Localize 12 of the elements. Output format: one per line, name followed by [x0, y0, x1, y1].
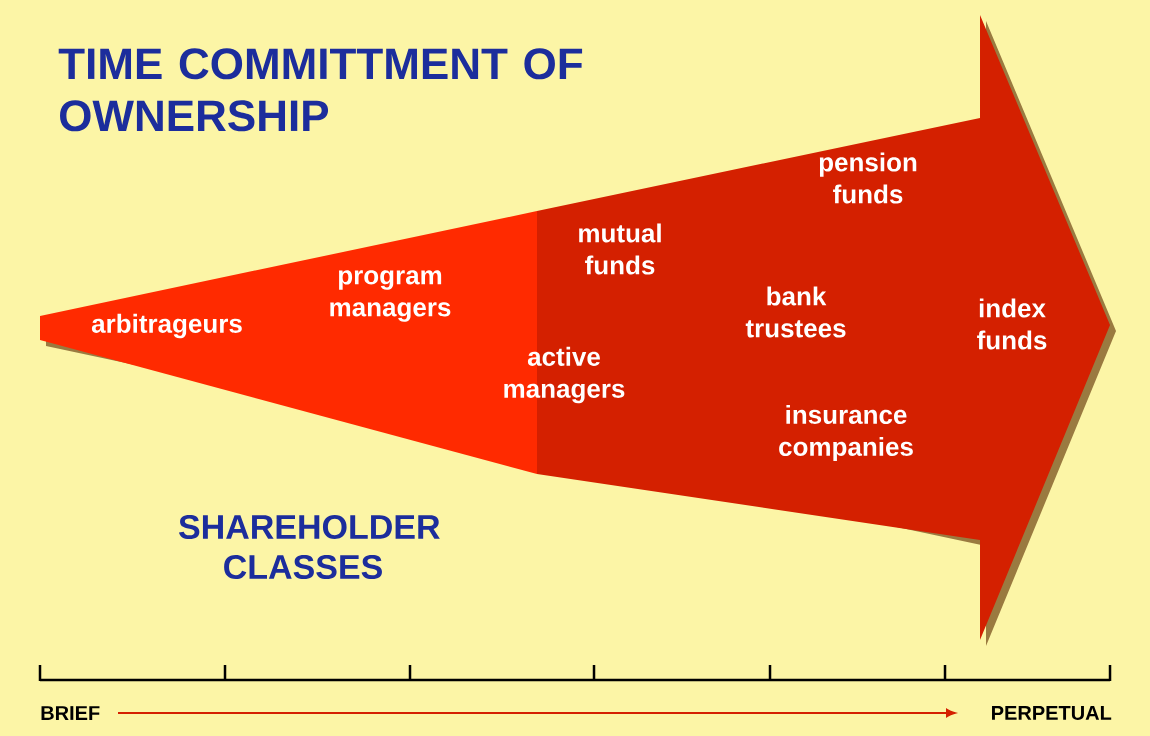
shareholder-class: pension funds: [819, 152, 917, 204]
shareholder-class: mutual funds: [579, 223, 661, 275]
subtitle: SHAREHOLDER CLASSES: [179, 514, 440, 580]
title: TIME COMMITTMENT OF OWNERSHIP: [58, 48, 583, 132]
shareholder-class: bank trustees: [745, 286, 846, 338]
shareholder-class: arbitrageurs: [91, 313, 242, 339]
shareholder-class: index funds: [977, 298, 1047, 350]
shareholder-class: program managers: [330, 270, 451, 322]
shareholder-class: active managers: [504, 346, 625, 404]
axis-label: PERPETUAL: [992, 706, 1112, 720]
shareholder-class: insurance companies: [779, 404, 913, 462]
axis-label: BRIEF: [41, 706, 100, 720]
